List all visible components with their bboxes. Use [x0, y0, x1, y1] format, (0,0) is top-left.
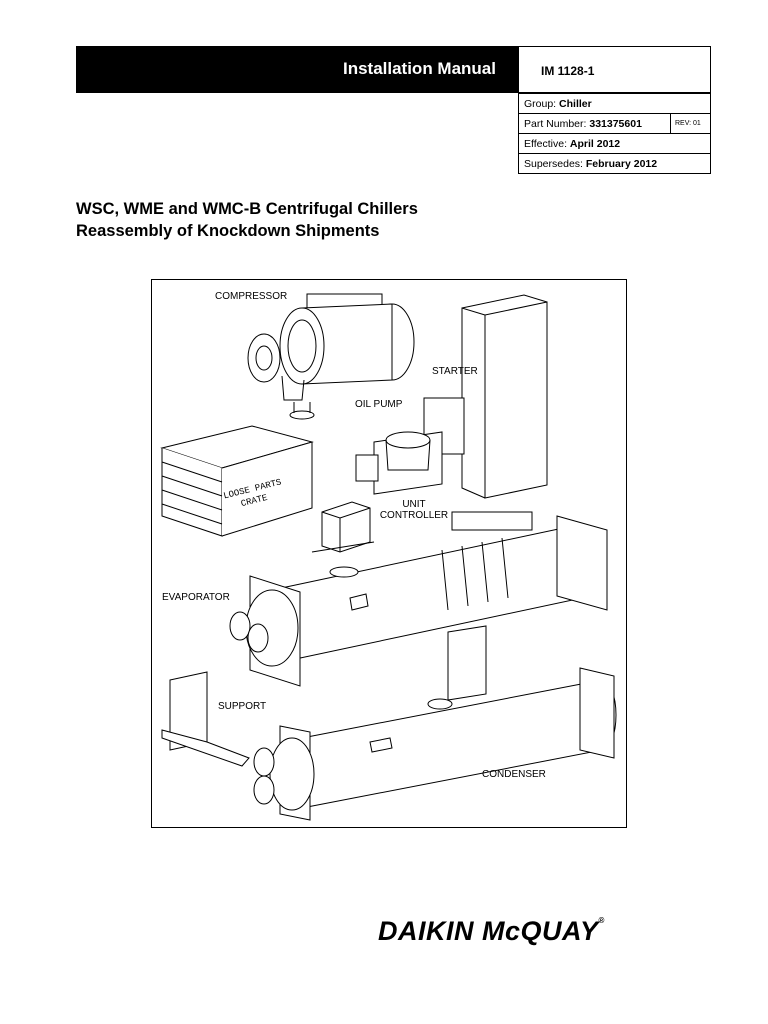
doc-number-box: IM 1128-1 — [518, 46, 711, 93]
document-title-line2: Reassembly of Knockdown Shipments — [76, 222, 380, 240]
oil-pump-drawing — [355, 397, 465, 495]
meta-row-supersedes: Supersedes: February 2012 — [518, 153, 711, 174]
label-unit-controller-line2: CONTROLLER — [379, 510, 449, 521]
starter-drawing — [461, 294, 548, 499]
effective-label: Effective: — [524, 137, 567, 150]
compressor-drawing — [247, 293, 415, 420]
label-oil-pump: OIL PUMP — [355, 399, 403, 410]
brand-name: DAIKIN McQUAY — [378, 916, 599, 946]
doc-number: IM 1128-1 — [541, 64, 595, 78]
document-title-line1: WSC, WME and WMC-B Centrifugal Chillers — [76, 200, 418, 218]
part-value: 331375601 — [589, 117, 642, 130]
header-bar: Installation Manual — [76, 46, 518, 93]
label-condenser: CONDENSER — [482, 769, 546, 780]
manual-type-title: Installation Manual — [342, 59, 496, 78]
label-unit-controller: UNIT CONTROLLER — [374, 499, 454, 521]
loose-parts-crate: LOOSE PARTS CRATE — [160, 425, 314, 537]
label-starter: STARTER — [432, 366, 478, 377]
group-label: Group: — [524, 97, 557, 110]
effective-value: April 2012 — [569, 137, 621, 150]
evaporator-drawing — [229, 511, 608, 687]
exploded-chiller-figure: LOOSE PARTS CRATE — [151, 279, 627, 828]
label-evaporator: EVAPORATOR — [162, 592, 230, 603]
document-title: WSC, WME and WMC-B Centrifugal Chillers … — [76, 198, 418, 242]
registered-mark: ® — [598, 916, 605, 925]
chiller-drawing: LOOSE PARTS CRATE — [160, 293, 617, 821]
document-meta-table: Group: Chiller Part Number: 331375601 RE… — [518, 93, 711, 174]
unit-controller-drawing — [311, 501, 375, 553]
label-support: SUPPORT — [218, 701, 267, 712]
support-drawing — [161, 625, 487, 767]
meta-row-effective: Effective: April 2012 — [518, 133, 711, 154]
revision: REV: 01 — [670, 113, 711, 134]
meta-row-part: Part Number: 331375601 REV: 01 — [518, 113, 711, 134]
meta-row-group: Group: Chiller — [518, 93, 711, 114]
label-unit-controller-line1: UNIT — [402, 499, 426, 510]
supersedes-label: Supersedes: — [524, 157, 583, 170]
group-value: Chiller — [559, 97, 592, 110]
condenser-drawing — [253, 667, 617, 821]
daikin-mcquay-logo: DAIKIN McQUAY® — [378, 916, 605, 947]
part-label: Part Number: — [524, 117, 587, 130]
supersedes-value: February 2012 — [585, 157, 658, 170]
label-compressor: COMPRESSOR — [215, 291, 288, 302]
